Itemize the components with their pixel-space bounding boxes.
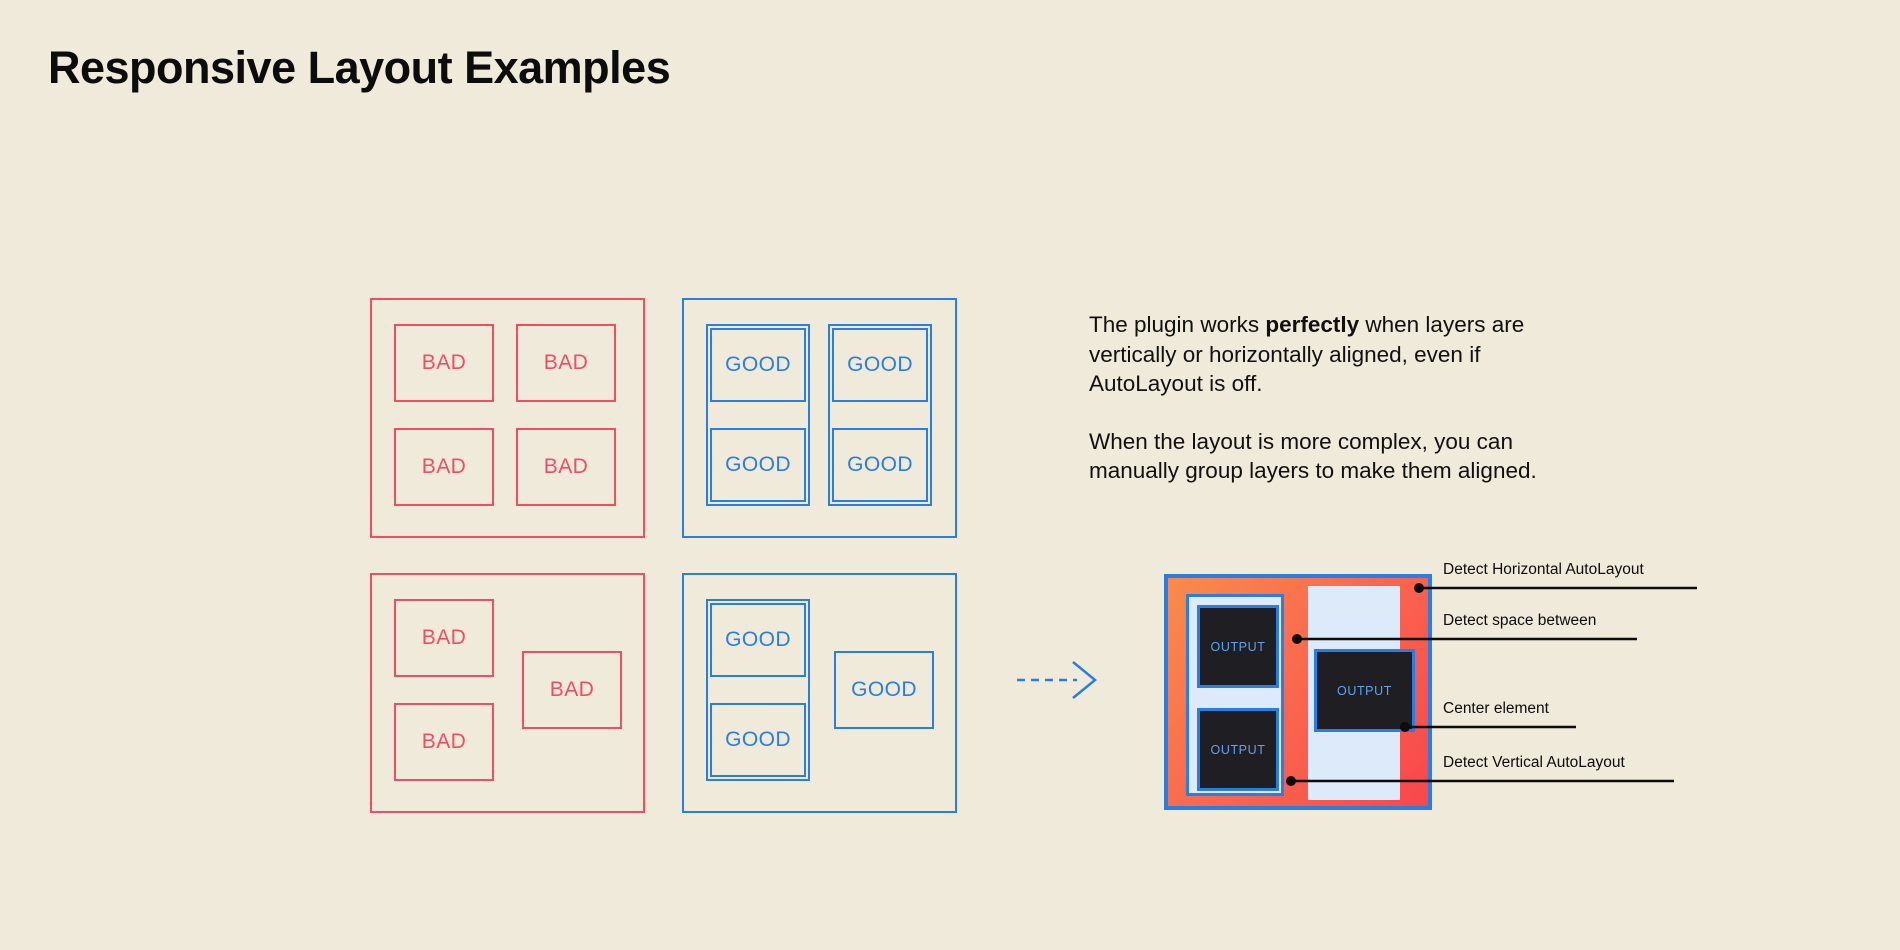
bad-box: BAD	[394, 703, 494, 781]
paragraph-1: The plugin works perfectly when layers a…	[1089, 310, 1559, 399]
good-box: GOOD	[832, 328, 928, 402]
bad-box-label: BAD	[421, 730, 467, 753]
good-box-label: GOOD	[851, 678, 917, 701]
output-box-label: OUTPUT	[1210, 639, 1266, 654]
good-box-label: GOOD	[847, 453, 913, 476]
good-box: GOOD	[710, 428, 806, 502]
bad-box-label: BAD	[543, 351, 589, 374]
copy-before: The plugin works	[1089, 312, 1266, 337]
panel-good-complex: GOOD GOOD GOOD	[682, 573, 957, 813]
anno-label-vertical-autolayout: Detect Vertical AutoLayout	[1443, 754, 1625, 771]
bad-box-label: BAD	[421, 626, 467, 649]
bad-box-label: BAD	[543, 455, 589, 478]
output-box: OUTPUT	[1197, 605, 1279, 688]
good-column-group	[706, 324, 810, 506]
bad-box-label: BAD	[421, 351, 467, 374]
bad-box: BAD	[394, 428, 494, 506]
good-column-group	[706, 599, 810, 781]
good-box: GOOD	[710, 603, 806, 677]
copy-after: when layers are vertically or horizontal…	[1089, 312, 1525, 396]
center-element-column: OUTPUT	[1308, 586, 1415, 800]
good-box-label: GOOD	[725, 728, 791, 751]
output-box: OUTPUT	[1197, 708, 1279, 791]
page-title: Responsive Layout Examples	[48, 42, 671, 93]
anno-label-horizontal-autolayout: Detect Horizontal AutoLayout	[1443, 561, 1644, 578]
good-column-group	[828, 324, 932, 506]
anno-label-space-between: Detect space between	[1443, 612, 1597, 629]
good-box: GOOD	[710, 703, 806, 777]
description-text: The plugin works perfectly when layers a…	[1089, 310, 1559, 486]
bad-box: BAD	[522, 651, 622, 729]
bad-box: BAD	[394, 324, 494, 402]
bad-box-label: BAD	[549, 678, 595, 701]
dashed-arrow-right-icon	[1015, 660, 1105, 700]
bad-box: BAD	[516, 428, 616, 506]
bad-box-label: BAD	[421, 455, 467, 478]
bad-box: BAD	[516, 324, 616, 402]
good-box: GOOD	[834, 651, 934, 729]
good-box: GOOD	[832, 428, 928, 502]
good-box-label: GOOD	[725, 628, 791, 651]
output-box-label: OUTPUT	[1337, 683, 1392, 698]
output-box-label: OUTPUT	[1210, 742, 1266, 757]
vertical-autolayout-group: OUTPUT OUTPUT	[1186, 594, 1284, 796]
good-box-label: GOOD	[847, 353, 913, 376]
good-box-label: GOOD	[725, 453, 791, 476]
output-diagram: OUTPUT OUTPUT OUTPUT	[1164, 574, 1432, 810]
copy-bold: perfectly	[1265, 312, 1360, 337]
bad-box: BAD	[394, 599, 494, 677]
paragraph-2: When the layout is more complex, you can…	[1089, 428, 1537, 484]
good-box: GOOD	[710, 328, 806, 402]
output-box: OUTPUT	[1314, 649, 1415, 732]
anno-label-center-element: Center element	[1443, 700, 1549, 717]
good-box-label: GOOD	[725, 353, 791, 376]
panel-good-grid: GOOD GOOD GOOD GOOD	[682, 298, 957, 538]
panel-bad-complex: BAD BAD BAD	[370, 573, 645, 813]
panel-bad-grid: BAD BAD BAD BAD	[370, 298, 645, 538]
